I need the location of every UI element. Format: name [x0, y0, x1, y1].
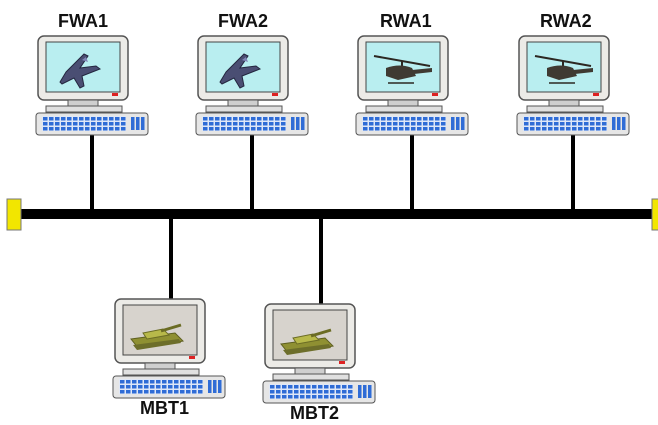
bus-terminator-left — [6, 198, 22, 231]
monitor-stand — [227, 99, 259, 107]
keyboard — [35, 112, 149, 136]
label-rwa1: RWA1 — [380, 11, 432, 31]
computer-rwa2 — [516, 35, 630, 136]
bus-terminator-right — [651, 198, 658, 231]
system-unit — [272, 373, 350, 381]
power-led — [112, 93, 118, 96]
tank-icon — [280, 328, 335, 355]
label-mbt1: MBT1 — [140, 398, 189, 418]
system-unit — [122, 368, 200, 376]
power-led — [432, 93, 438, 96]
monitor-stand — [67, 99, 99, 107]
computer-rwa1 — [355, 35, 469, 136]
system-unit — [205, 105, 283, 113]
computer-mbt1 — [112, 298, 226, 399]
power-led — [339, 361, 345, 364]
power-led — [272, 93, 278, 96]
monitor-stand — [387, 99, 419, 107]
fighter-jet-icon — [219, 53, 262, 89]
monitor-stand — [144, 362, 176, 370]
keyboard — [262, 380, 376, 404]
system-unit — [45, 105, 123, 113]
helicopter-icon — [373, 55, 432, 84]
computer-fwa2 — [195, 35, 309, 136]
system-unit — [365, 105, 443, 113]
keyboard — [112, 375, 226, 399]
power-led — [189, 356, 195, 359]
label-mbt2: MBT2 — [290, 403, 339, 423]
keyboard — [195, 112, 309, 136]
tank-icon — [130, 323, 185, 350]
keyboard — [516, 112, 630, 136]
computer-fwa1 — [35, 35, 149, 136]
monitor-stand — [548, 99, 580, 107]
label-fwa1: FWA1 — [58, 11, 109, 31]
monitor-stand — [294, 367, 326, 375]
computer-mbt2 — [262, 303, 376, 404]
power-led — [593, 93, 599, 96]
keyboard — [355, 112, 469, 136]
label-rwa2: RWA2 — [540, 11, 592, 31]
fighter-jet-icon — [59, 53, 102, 89]
system-unit — [526, 105, 604, 113]
helicopter-icon — [534, 55, 593, 84]
label-fwa2: FWA2 — [218, 11, 269, 31]
